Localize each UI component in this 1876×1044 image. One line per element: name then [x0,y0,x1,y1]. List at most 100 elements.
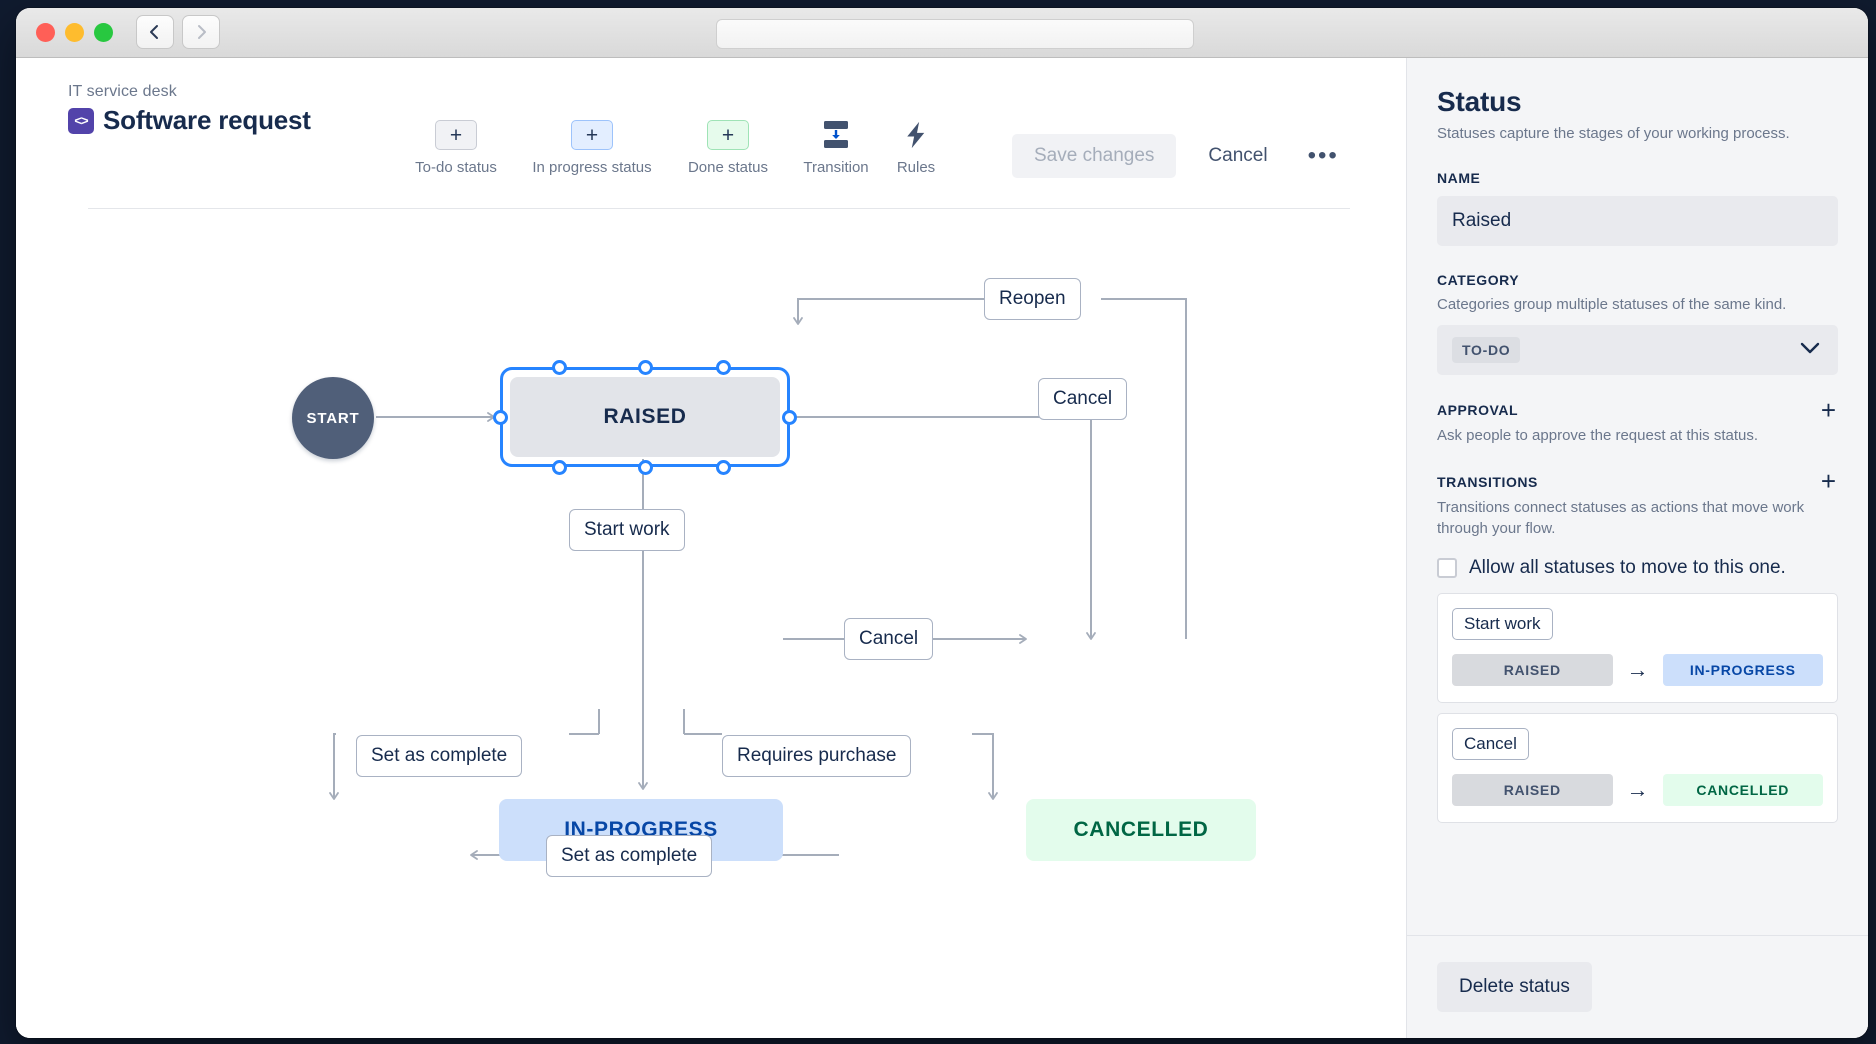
transitions-section: TRANSITIONS + Transitions connect status… [1437,466,1838,823]
more-options-icon[interactable]: ••• [1300,143,1347,167]
transition-name[interactable]: Start work [1452,607,1553,640]
resize-handle-top-center[interactable] [638,360,653,375]
panel-subtitle: Statuses capture the stages of your work… [1437,125,1790,142]
toolbar-actions: Save changes Cancel ••• [1012,134,1347,178]
status-name-input[interactable]: Raised [1437,196,1838,247]
edge-label-text: Cancel [859,628,919,649]
edge-label-text: Reopen [999,288,1066,309]
add-transition-icon[interactable]: + [1820,466,1836,497]
transition-from-status: RAISED [1452,653,1613,686]
plus-icon: + [707,120,749,150]
project-code-icon: <> [68,107,94,134]
breadcrumb: IT service desk <> Software request [68,83,311,136]
add-todo-status-tool[interactable]: + To-do status [388,120,524,176]
save-changes-button[interactable]: Save changes [1012,134,1177,178]
category-select[interactable]: TO-DO [1437,325,1838,376]
add-approval-icon[interactable]: + [1820,395,1836,426]
node-raised[interactable]: RAISED [510,377,780,457]
allow-all-statuses-checkbox[interactable] [1437,557,1457,578]
add-done-status-tool[interactable]: + Done status [660,120,796,176]
resize-handle-top-left[interactable] [552,360,567,375]
panel-title: Status [1437,86,1522,117]
edge-label-requires-purchase[interactable]: Requires purchase [722,735,912,777]
minimize-window-icon[interactable] [65,23,84,42]
edge-label-start-work[interactable]: Start work [569,509,685,551]
transition-to-status: CANCELLED [1662,773,1823,806]
name-section: NAME Raised [1437,170,1838,247]
transition-icon [815,120,857,150]
resize-handle-right[interactable] [782,410,797,425]
approval-label: APPROVAL [1437,402,1519,419]
page-title: Software request [103,105,311,135]
url-bar[interactable] [716,19,1194,49]
node-label: CANCELLED [1073,818,1209,841]
edge-label-cancel-from-inprogress[interactable]: Cancel [844,618,934,660]
resize-handle-bottom-center[interactable] [638,460,653,475]
zoom-window-icon[interactable] [94,23,113,42]
edge-label-text: Cancel [1053,388,1113,409]
tool-label: To-do status [415,159,497,176]
chevron-down-icon [1799,340,1821,360]
resize-handle-left[interactable] [493,410,508,425]
edge-label-text: Set as complete [371,745,508,766]
node-label: START [306,409,360,427]
lightning-icon [895,120,937,150]
workflow-edges [329,298,1187,860]
browser-window: IT service desk <> Software request + To… [16,8,1868,1038]
category-section: CATEGORY Categories group multiple statu… [1437,272,1838,376]
resize-handle-top-right[interactable] [716,360,731,375]
name-label: NAME [1437,170,1481,187]
close-window-icon[interactable] [36,23,55,42]
panel-footer: Delete status [1407,935,1868,1038]
edge-label-set-as-complete-inprogress[interactable]: Set as complete [356,735,523,777]
edge-label-set-as-complete-procurement[interactable]: Set as complete [546,835,713,877]
edge-label-cancel-from-raised[interactable]: Cancel [1038,378,1128,420]
node-cancelled[interactable]: CANCELLED [1026,799,1256,861]
workflow-canvas[interactable]: START RAISED IN-PROGRESS CANCELL [16,209,1406,1038]
approval-description: Ask people to approve the request at thi… [1437,427,1759,445]
resize-handle-bottom-right[interactable] [716,460,731,475]
transition-from-status: RAISED [1452,773,1613,806]
node-start[interactable]: START [292,377,374,459]
edge-label-text: Start work [584,519,670,540]
transition-name[interactable]: Cancel [1452,727,1529,760]
add-inprogress-status-tool[interactable]: + In progress status [524,120,660,176]
transition-card[interactable]: Start work RAISED → IN-PROGRESS [1437,592,1838,703]
node-label: RAISED [603,405,687,428]
edge-label-reopen[interactable]: Reopen [984,278,1081,320]
add-transition-tool[interactable]: Transition [796,120,876,176]
category-value: TO-DO [1452,337,1521,364]
app-body: IT service desk <> Software request + To… [16,58,1868,1038]
back-button[interactable] [136,15,174,49]
category-description: Categories group multiple statuses of th… [1437,296,1787,314]
traffic-lights [36,23,113,42]
approval-section: APPROVAL + Ask people to approve the req… [1437,395,1838,446]
rules-tool[interactable]: Rules [876,120,956,176]
chevron-left-icon [150,25,158,39]
edge-label-text: Requires purchase [737,745,897,766]
allow-all-statuses-row[interactable]: Allow all statuses to move to this one. [1437,557,1838,579]
nav-buttons [136,15,220,49]
window-titlebar [16,8,1868,58]
tool-label: Done status [687,159,769,176]
transition-card[interactable]: Cancel RAISED → CANCELLED [1437,712,1838,823]
cancel-button[interactable]: Cancel [1196,137,1279,175]
workflow-toolbar: IT service desk <> Software request + To… [16,58,1868,209]
chevron-right-icon [198,25,206,39]
arrow-right-icon: → [1626,776,1649,802]
breadcrumb-parent[interactable]: IT service desk [68,83,177,100]
resize-handle-bottom-left[interactable] [552,460,567,475]
allow-all-statuses-label: Allow all statuses to move to this one. [1469,556,1786,578]
forward-button[interactable] [182,15,220,49]
plus-icon: + [571,120,613,150]
status-details-panel: Status Statuses capture the stages of yo… [1406,58,1868,1038]
edge-label-text: Set as complete [561,845,698,866]
tool-label: In progress status [532,159,652,176]
arrow-right-icon: → [1626,656,1649,682]
toolbar-tools: + To-do status + In progress status + Do… [388,120,956,176]
delete-status-button[interactable]: Delete status [1437,962,1592,1012]
transitions-label: TRANSITIONS [1437,473,1538,490]
tool-label: Transition [803,159,869,176]
tool-label: Rules [896,159,936,176]
